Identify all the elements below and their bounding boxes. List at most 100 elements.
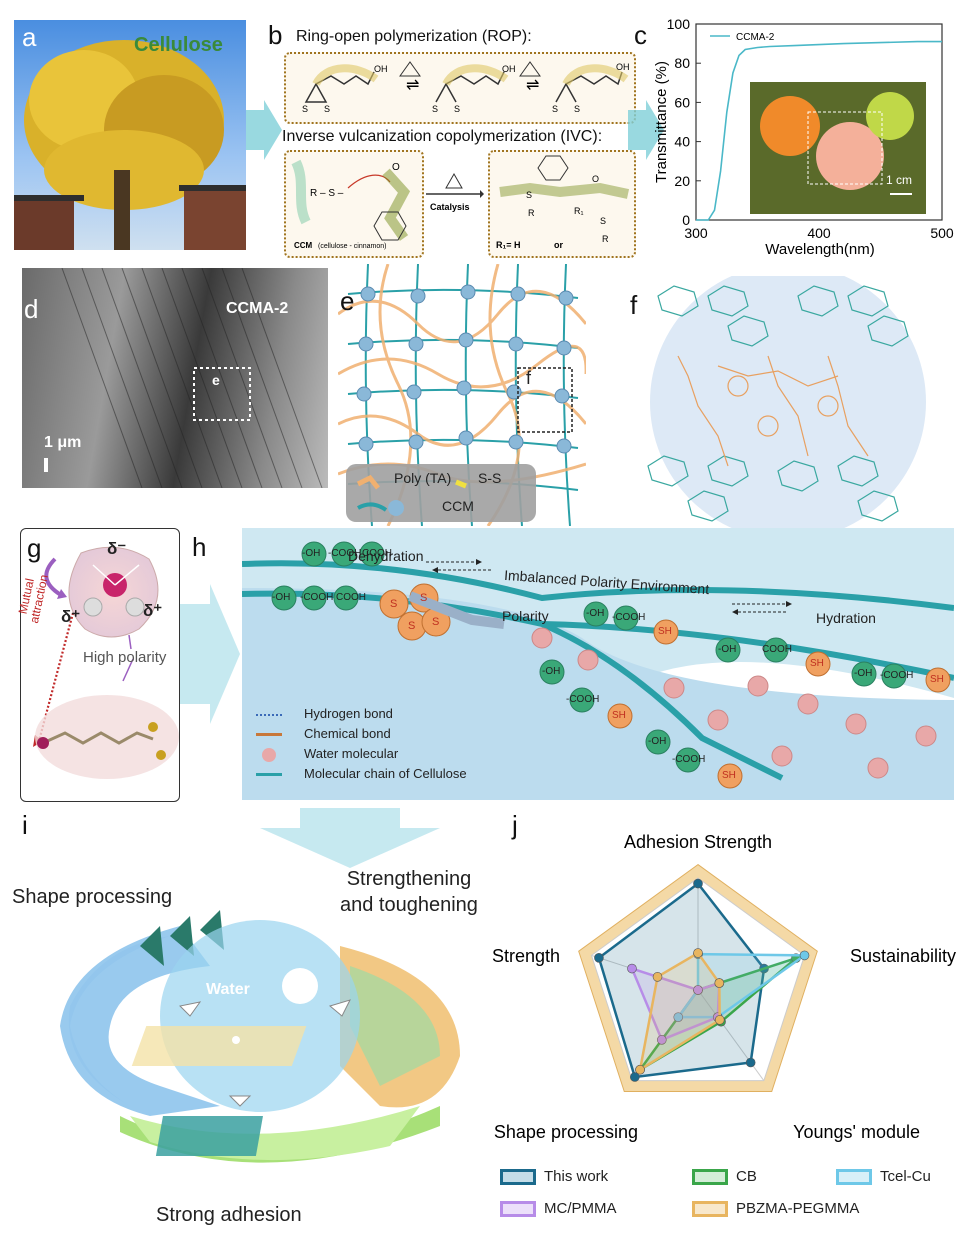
panel-g: g δ⁻ δ⁺ δ⁺ High polarity Mutual attracti… (16, 528, 180, 802)
h-legend: Hydrogen bond Chemical bond Water molecu… (256, 704, 467, 784)
scale-1cm: 1 cm (886, 173, 912, 187)
radar-series-mc-pmma-point (656, 1035, 667, 1045)
strengthening-label: Strengthening and toughening (340, 868, 478, 916)
group-oh-4: -OH (718, 644, 737, 655)
legend-hydrogen-bond: Hydrogen bond (256, 704, 467, 724)
arrow-h-i (260, 808, 440, 868)
panel-f-letter: f (630, 290, 638, 320)
group-sh-2: SH (810, 658, 824, 669)
delta-minus: δ⁻ (107, 539, 127, 558)
sem-inset-label: e (212, 372, 220, 388)
chart-ylabel: Transmittance (%) (653, 61, 670, 183)
svg-text:OH: OH (502, 64, 516, 74)
chart-xtick: 400 (807, 225, 831, 241)
or-label: or (554, 240, 563, 250)
sem-label: CCMA-2 (226, 300, 289, 317)
legend-cb: CB (692, 1168, 757, 1186)
polarity-label: Polarity (502, 608, 549, 624)
svg-text:S: S (600, 216, 606, 226)
group-oh-7: -OH (648, 736, 667, 747)
svg-text:R – S –: R – S – (310, 188, 344, 199)
radar-series-pbzma-pegmma-point (693, 948, 703, 958)
legend-tcel-cu: Tcel-Cu (836, 1168, 931, 1186)
radar-series-mc-pmma-point (627, 963, 637, 974)
panel-e-inset-label: f (526, 368, 532, 388)
group-cooh-7: -COOH (880, 670, 914, 681)
delta-plus-left: δ⁺ (61, 607, 81, 626)
group-cooh-4: COOH (336, 592, 366, 603)
panel-h: Dehydration Imbalanced Polarity Environm… (241, 528, 955, 800)
svg-text:O: O (392, 162, 400, 173)
panel-e: e f Poly (TA) S-S CCM (337, 263, 588, 527)
legend-cellulose-chain: Molecular chain of Cellulose (256, 764, 467, 784)
radar-series-this-work-point (630, 1072, 640, 1082)
dehydration-label: Dehydration (348, 548, 424, 564)
radar-axis-sustainability: Sustainability (850, 946, 956, 966)
panel-j-letter: j (512, 810, 518, 840)
group-sh-3: SH (930, 674, 944, 685)
chart-ytick: 20 (674, 173, 690, 189)
sem-scale-label: 1 μm (44, 434, 82, 451)
panel-i-letter: i (22, 810, 28, 840)
group-sh-5: SH (722, 770, 736, 781)
chart-ytick: 40 (674, 134, 690, 150)
ccm-full-label: (cellulose - cinnamon) (318, 243, 386, 250)
svg-text:S: S (574, 104, 580, 114)
radar-series-tcel-cu-point (799, 950, 810, 961)
r1-label: R₁ (574, 206, 584, 216)
legend-ccm: CCM (442, 498, 474, 514)
delta-plus-right: δ⁺ (143, 601, 163, 620)
group-oh-2: -OH (272, 592, 291, 603)
svg-text:R: R (528, 208, 535, 218)
group-cooh-8: -COOH (566, 694, 600, 705)
group-s-2: S (420, 592, 428, 604)
radar-axis-adhesion-strength: Adhesion Strength (624, 832, 772, 852)
radar-series-pbzma-pegmma-point (714, 978, 725, 988)
chart-xlabel: Wavelength(nm) (765, 241, 874, 258)
panel-d-letter: d (24, 294, 39, 324)
group-oh-6: -OH (542, 666, 561, 677)
svg-text:R: R (602, 234, 609, 244)
panel-a: a Cellulose (14, 20, 246, 250)
r1h-label: R₁= H (496, 240, 520, 250)
svg-text:OH: OH (616, 62, 630, 72)
chart-xtick: 300 (684, 225, 708, 241)
legend-water-molecular: Water molecular (256, 744, 467, 764)
high-polarity-label: High polarity (83, 649, 167, 666)
group-sh-1: SH (658, 626, 672, 637)
panel-h-letter: h (192, 532, 207, 562)
water-label: Water (206, 981, 250, 998)
ccm-label: CCM (294, 241, 313, 250)
radar-axis-shape-processing: Shape processing (494, 1122, 638, 1142)
group-s-3: S (408, 620, 416, 632)
cellulose-label: Cellulose (134, 34, 223, 56)
svg-text:S: S (552, 104, 558, 114)
panel-i-illustration: Water (60, 910, 460, 1163)
svg-text:⇌: ⇌ (406, 77, 419, 94)
group-cooh-1: -COOH (328, 548, 362, 559)
arrow-g-h (180, 584, 240, 724)
group-cooh-9: -COOH (672, 754, 706, 765)
radar-series-this-work-point (693, 878, 703, 889)
rop-title: Ring-open polymerization (ROP): (296, 28, 532, 45)
chart-ytick: 60 (674, 94, 690, 110)
ginkgo-tree-photo (14, 40, 246, 250)
strong-adhesion-label: Strong adhesion (156, 1204, 302, 1226)
chart-ytick: 0 (682, 212, 690, 228)
radar-series-pbzma-pegmma-point (714, 1015, 725, 1025)
legend-poly-ta: Poly (TA) (394, 470, 452, 486)
svg-text:O: O (592, 174, 599, 184)
panel-e-letter: e (340, 286, 355, 316)
panel-g-letter: g (27, 533, 42, 563)
ivc-title: Inverse vulcanization copolymerization (… (282, 128, 603, 145)
chart-xtick: 500 (930, 225, 954, 241)
catalysis-label: Catalysis (430, 202, 470, 212)
svg-text:S: S (526, 190, 532, 200)
shape-processing-label: Shape processing (12, 886, 173, 908)
group-s-4: S (432, 616, 440, 628)
legend-this-work: This work (500, 1168, 608, 1186)
group-oh-3: -OH (586, 608, 605, 619)
radar-series-tcel-cu-point (673, 1012, 684, 1022)
